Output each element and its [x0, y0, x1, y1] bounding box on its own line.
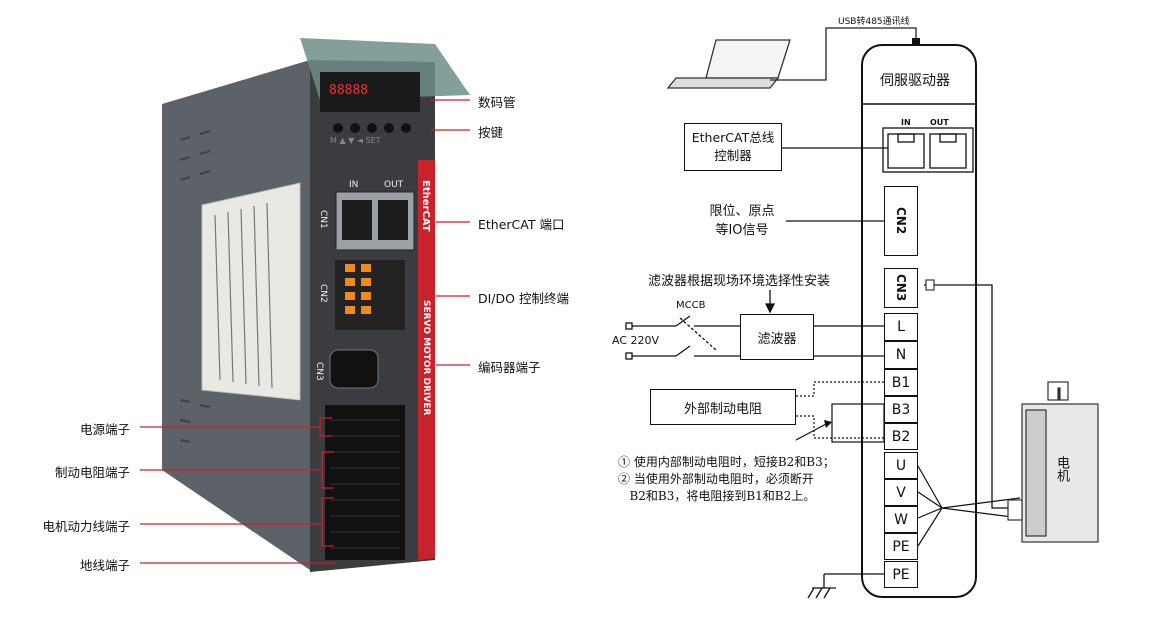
note-2: ② 当使用外部制动电阻时，必须断开 — [618, 472, 814, 486]
motor-label: 电机 — [1054, 456, 1069, 482]
callout-encoder: 编码器端子 — [478, 360, 541, 375]
power-terminal-block — [325, 405, 405, 560]
cn3-port: CN3 — [884, 268, 918, 308]
usb-plug — [912, 38, 920, 46]
servo-drive-illustration — [140, 38, 470, 572]
cn3-connector — [329, 349, 379, 389]
motor-cable — [917, 465, 1021, 547]
photo-ethercat-strip: EtherCAT — [420, 180, 431, 232]
terminal-v: V — [884, 479, 918, 506]
callout-motor-power-terminal: 电机动力线端子 — [42, 519, 130, 534]
key-buttons — [333, 123, 411, 133]
mccb-label: MCCB — [676, 300, 706, 311]
terminal-u: U — [884, 452, 918, 479]
photo-cn1-label: CN1 — [318, 210, 328, 229]
driver-title: 伺服驱动器 — [880, 73, 950, 89]
display-window — [320, 72, 420, 112]
filter-caption: 滤波器根据现场环境选择性安装 — [648, 274, 831, 289]
terminal-pe-2: PE — [884, 561, 918, 588]
limit-line1: 限位、原点 — [709, 204, 775, 219]
terminal-pe-1-label: PE — [892, 538, 910, 555]
terminal-w-label: W — [894, 511, 908, 528]
usb-cable — [770, 27, 917, 81]
terminal-pe-1: PE — [884, 533, 918, 560]
photo-in-label: IN — [349, 180, 359, 190]
filter-label: 滤波器 — [757, 331, 797, 347]
terminal-b3-label: B3 — [891, 401, 911, 418]
callout-ground-terminal: 地线端子 — [79, 558, 130, 573]
external-resistor-box: 外部制动电阻 — [650, 389, 796, 425]
spec-sticker — [201, 182, 301, 401]
limit-line2: 等IO信号 — [715, 223, 769, 238]
driver-outline — [861, 44, 977, 598]
terminal-n: N — [884, 341, 918, 369]
photo-cn2-label: CN2 — [318, 284, 328, 303]
photo-display-digits: 88888 — [329, 83, 369, 98]
callout-lines-left — [140, 417, 336, 564]
filter-box: 滤波器 — [740, 314, 814, 360]
red-strip — [418, 160, 435, 560]
photo-out-label: OUT — [384, 180, 404, 190]
terminal-v-label: V — [896, 484, 906, 501]
photo-side-text: SERVO MOTOR DRIVER — [421, 300, 431, 416]
ground-symbol — [807, 573, 884, 599]
note-1: ① 使用内部制动电阻时，短接B2和B3； — [618, 455, 835, 469]
terminal-n-label: N — [895, 347, 907, 363]
callout-display: 数码管 — [478, 95, 516, 110]
ethercat-controller-box: EtherCAT总线 控制器 — [684, 123, 782, 171]
motor-icon — [1007, 381, 1099, 543]
callout-keys: 按键 — [478, 125, 504, 140]
ethercat-line1: EtherCAT总线 — [691, 130, 775, 145]
sticker-lines — [214, 202, 273, 389]
terminal-b3: B3 — [884, 396, 918, 423]
cn3-label: CN3 — [894, 274, 908, 302]
rj45-out-port — [378, 200, 408, 240]
ethercat-line2: 控制器 — [714, 148, 752, 163]
usb-cable-label: USB转485通讯线 — [838, 17, 910, 27]
callout-lines-right — [430, 99, 470, 366]
terminal-b2: B2 — [884, 423, 918, 450]
photo-cn3-label: CN3 — [314, 362, 324, 381]
laptop-icon — [666, 39, 791, 89]
rj45-ports — [882, 127, 974, 173]
rj45-in-port — [342, 200, 372, 240]
terminal-u-label: U — [895, 457, 907, 474]
terminal-b1: B1 — [884, 369, 918, 396]
ac-voltage-label: AC 220V — [612, 334, 660, 347]
cn2-orange-tabs — [345, 264, 371, 314]
vent-slots — [179, 130, 211, 443]
callout-ethercat-port: EtherCAT 端口 — [478, 217, 565, 232]
in-port-label: IN — [901, 118, 911, 127]
terminal-slots — [330, 419, 400, 549]
photo-keys-label: M ▲ ▼ ◄ SET — [330, 136, 381, 145]
out-port-label: OUT — [930, 118, 949, 127]
resistor-notes: ① 使用内部制动电阻时，短接B2和B3； ② 当使用外部制动电阻时，必须断开 B… — [618, 454, 835, 505]
callout-dido-terminal: DI/DO 控制终端 — [478, 291, 569, 306]
terminal-l: L — [884, 313, 918, 341]
cn2-port: CN2 — [884, 186, 918, 256]
external-resistor-label: 外部制动电阻 — [683, 401, 762, 417]
mccb-lines — [625, 290, 884, 360]
terminal-b2-label: B2 — [891, 428, 911, 445]
terminal-l-label: L — [897, 319, 905, 335]
terminal-pe-2-label: PE — [892, 566, 910, 583]
note-3: B2和B3，将电阻接到B1和B2上。 — [618, 489, 816, 503]
cn2-label: CN2 — [894, 207, 908, 235]
callout-brake-resistor-terminal: 制动电阻端子 — [54, 465, 130, 480]
terminal-w: W — [884, 506, 918, 533]
limit-signal-text: 限位、原点 等IO信号 — [696, 202, 788, 240]
terminal-b1-label: B1 — [891, 374, 911, 391]
callout-power-terminal: 电源端子 — [79, 422, 130, 437]
external-resistor-wiring — [796, 381, 884, 439]
